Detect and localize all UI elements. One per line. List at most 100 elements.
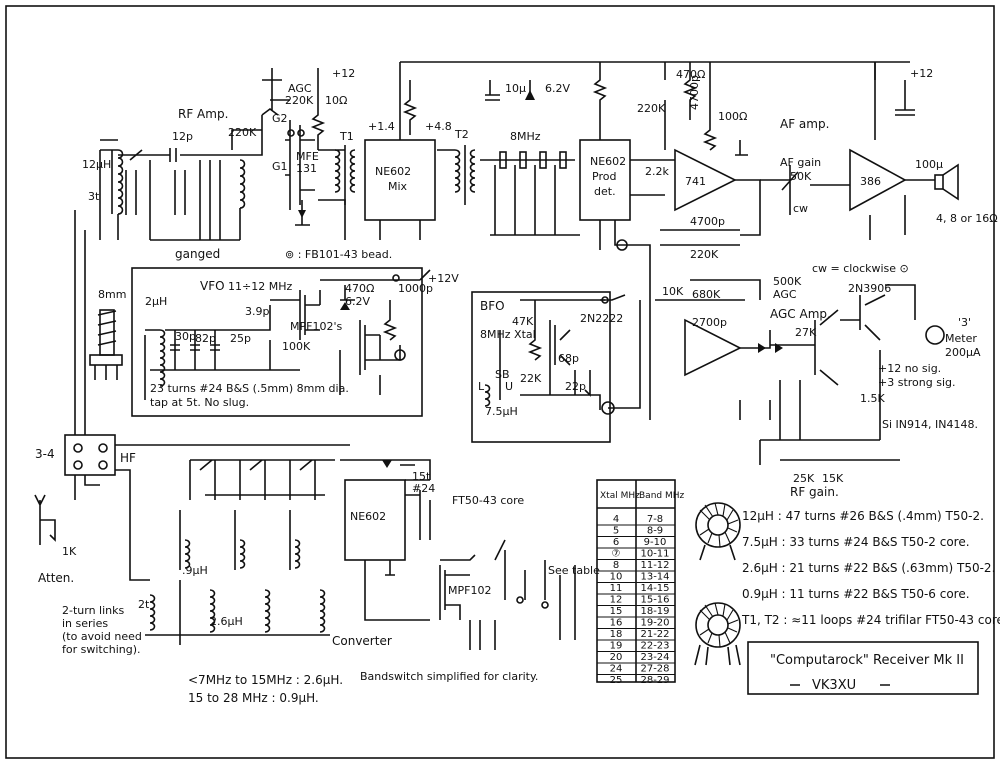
bfo-section (471, 291, 641, 443)
author-label: VK3XU (812, 678, 856, 693)
strong-sig-label: +3 strong sig. (878, 376, 955, 389)
t24-label: #24 (412, 482, 435, 495)
c10u-label: 10µ (505, 82, 526, 95)
r220k-c-label: 220K (637, 102, 666, 115)
c2700p-label: 2700p (692, 316, 727, 329)
rf-gain-label: RF gain. (790, 485, 839, 499)
table-cell-xtal: 20 (610, 652, 623, 663)
links-note-line: 2-turn links (62, 604, 125, 617)
mpf102s-label: MPF102's (290, 320, 342, 333)
table-cell-xtal: 19 (610, 641, 623, 652)
c82p-label: 82p (195, 332, 216, 345)
table-cell-xtal: ⑦ (612, 549, 621, 560)
fb-bead-label: ⊚ : FB101-43 bead. (285, 248, 392, 261)
ne602-conv-label: NE602 (350, 510, 386, 523)
ne602-conv-chip (344, 479, 406, 561)
table-cell-xtal: 12 (610, 595, 623, 606)
t1-label: T1 (339, 130, 354, 143)
t2-label: T2 (454, 128, 469, 141)
c1000p-label: 1000p (398, 282, 433, 295)
r470b-label: 470Ω (345, 282, 374, 295)
mm8-label: 8mm (98, 288, 126, 301)
af-amp-label: AF amp. (780, 117, 829, 131)
r50k-label: 50K (790, 170, 812, 183)
c39p-label: 3.9p (245, 305, 269, 318)
hf-label: HF (120, 451, 136, 465)
table-cell-band: 28-29 (640, 675, 669, 686)
table-cell-band: 8-9 (647, 526, 663, 537)
table-cell-band: 14-15 (640, 583, 669, 594)
table-cell-xtal: 11 (610, 583, 623, 594)
table-cell-xtal: 8 (613, 560, 619, 571)
table-cell-xtal: 4 (613, 514, 619, 525)
c30p-label: 30p (175, 330, 196, 343)
vfo-range-label: 11÷12 MHz (228, 280, 292, 293)
q2n3906-label: 2N3906 (848, 282, 891, 295)
c75u-label: 7.5µH (485, 405, 518, 418)
table-cell-xtal: 10 (610, 572, 623, 583)
sb-label: SB (495, 368, 510, 381)
r27k-label: 27K (795, 326, 817, 339)
c12u-label: 12µH (82, 158, 111, 171)
lsb-label: L (478, 380, 485, 393)
range-2-label: 15 to 28 MHz : 0.9µH. (188, 691, 319, 705)
r1k5-label: 1.5K (860, 392, 885, 405)
af-amp-386 (760, 62, 959, 240)
links-note-line: for switching). (62, 643, 141, 656)
agc-b-label: AGC (773, 288, 797, 301)
meter-label: Meter (945, 332, 977, 345)
ne602-prod-label: NE602 (590, 155, 626, 168)
labels: RF Amp. AGC 220K 220K 12p +12 10Ω MFE 13… (35, 67, 1000, 705)
c4700p-b-label: 4700p (690, 215, 725, 228)
v12-vfo-label: +12V (428, 272, 459, 285)
see-table-label: See table (548, 564, 600, 577)
coil-3-label: 2.6µH : 21 turns #22 B&S (.63mm) T50-2. (742, 561, 995, 575)
table-cell-band: 10-11 (640, 549, 669, 560)
outer-border (5, 5, 995, 759)
mpf102-label: MPF102 (448, 584, 491, 597)
r22k-label: 2.2k (645, 165, 669, 178)
turns-vfo-1: 23 turns #24 B&S (.5mm) 8mm dia. (150, 382, 349, 395)
atten-label: Atten. (38, 571, 74, 585)
r47k-label: 47K (512, 315, 534, 328)
c09u-label: .9µH (182, 564, 208, 577)
spk-label: 4, 8 or 16Ω (936, 212, 998, 225)
c68p-label: 68p (558, 352, 579, 365)
coil-4-label: 0.9µH : 11 turns #22 B&S T50-6 core. (742, 587, 970, 601)
vfo-box (131, 267, 423, 417)
g2-label: G2 (272, 112, 288, 125)
ft50-core-label: FT50-43 core (452, 494, 524, 507)
xtal-band-table (596, 479, 676, 683)
title-box (747, 641, 979, 695)
meter-ua-label: 200µA (945, 346, 981, 359)
table-cell-band: 23-24 (640, 652, 669, 663)
mfe-num-label: 131 (296, 162, 317, 175)
si-note-label: Si IN914, IN4148. (882, 418, 978, 431)
r680k-label: 680K (692, 288, 721, 301)
v48-label: +4.8 (425, 120, 452, 133)
table-cell-xtal: 6 (613, 537, 619, 548)
r220k-d-label: 220K (690, 248, 719, 261)
table-cell-xtal: 24 (610, 664, 623, 675)
turns-vfo-2: tap at 5t. No slug. (150, 396, 249, 409)
r22k-b-label: 22K (520, 372, 542, 385)
agc-top-label: AGC (288, 82, 312, 95)
c8mhz-label: 8MHz (510, 130, 541, 143)
table-cell-band: 13-14 (640, 572, 669, 583)
c2t-label: 2t (138, 598, 150, 611)
range-1-label: <7MHz to 15MHz : 2.6µH. (188, 673, 343, 687)
r25k-label: 25K (793, 472, 815, 485)
v12-2-label: +12 (910, 67, 933, 80)
lm386-label: 386 (860, 175, 881, 188)
product-detector (579, 62, 675, 300)
coil-1-label: 12µH : 47 turns #26 B&S (.4mm) T50-2. (742, 509, 984, 523)
mixer-section (334, 62, 476, 240)
r470-label: 470Ω (676, 68, 705, 81)
agc-amp (649, 279, 945, 465)
r100k-label: 100K (282, 340, 311, 353)
c4700p-label: 4700p (688, 75, 701, 110)
table-cell-xtal: 18 (610, 629, 623, 640)
usb-label: U (505, 380, 513, 393)
r10-1-label: 10Ω (325, 94, 347, 107)
